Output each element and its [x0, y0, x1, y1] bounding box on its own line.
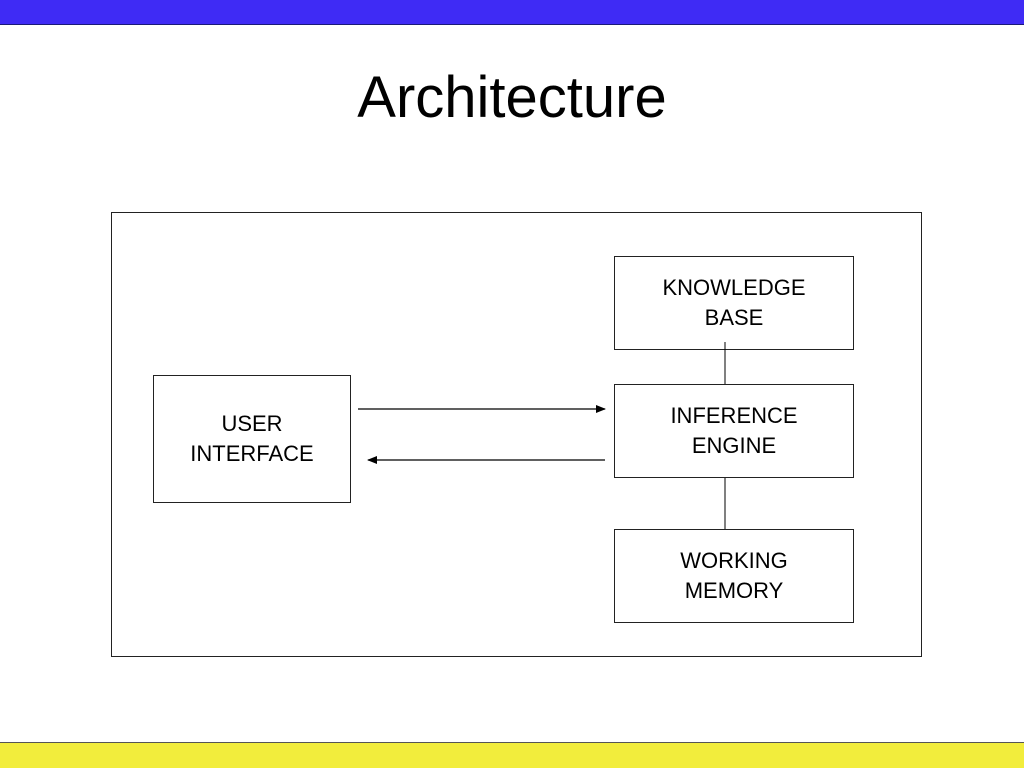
- working-memory-label: WORKING MEMORY: [680, 548, 788, 603]
- slide-title: Architecture: [357, 65, 667, 130]
- bottom-color-band: [0, 742, 1024, 768]
- user-interface-box: USER INTERFACE: [153, 375, 351, 503]
- user-interface-label: USER INTERFACE: [190, 411, 314, 466]
- knowledge-base-box: KNOWLEDGE BASE: [614, 256, 854, 350]
- working-memory-box: WORKING MEMORY: [614, 529, 854, 623]
- inference-engine-box: INFERENCE ENGINE: [614, 384, 854, 478]
- inference-engine-label: INFERENCE ENGINE: [670, 403, 798, 458]
- knowledge-base-label: KNOWLEDGE BASE: [662, 275, 806, 330]
- diagram-frame: [111, 212, 922, 657]
- top-color-band: [0, 0, 1024, 25]
